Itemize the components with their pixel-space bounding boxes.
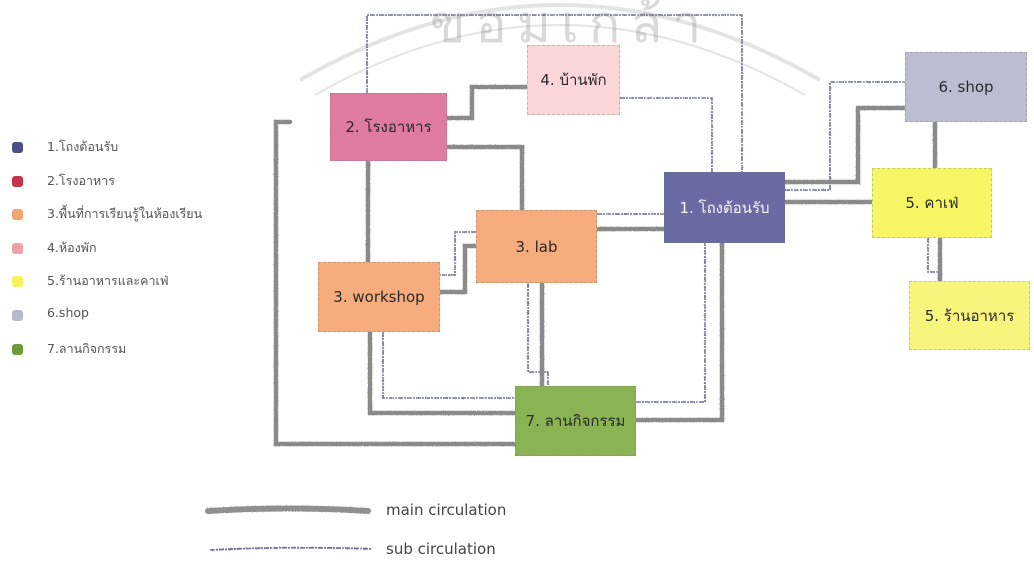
legend-label: 4.ห้องพัก xyxy=(47,239,97,255)
node-restaurant: 5. ร้านอาหาร xyxy=(909,281,1030,350)
legend-label: 7.ลานกิจกรรม xyxy=(47,340,127,356)
sub-circulation-lines xyxy=(366,14,941,403)
legend-swatch xyxy=(12,309,23,321)
sub-circulation-label: sub circulation xyxy=(386,540,496,558)
legend-swatch xyxy=(12,343,23,355)
legend-swatch xyxy=(12,242,23,254)
sub-line-workshop-activity xyxy=(382,332,515,399)
legend-label: 6.shop xyxy=(47,304,89,320)
main-line-lobby-activity xyxy=(633,240,725,423)
legend-label: 5.ร้านอาหารและคาเฟ่ xyxy=(47,273,169,289)
main-circulation-label: main circulation xyxy=(386,501,507,519)
legend-label: 1.โถงต้อนรับ xyxy=(47,139,119,154)
sub-line-top-loop xyxy=(366,14,743,172)
watermark: ขอมเกล้า xyxy=(400,0,820,55)
node-workshop: 3. workshop xyxy=(318,262,440,332)
sub-circulation-swatch xyxy=(209,546,373,551)
main-line-left-loop xyxy=(273,119,518,447)
node-lab: 3. lab xyxy=(476,210,597,283)
legend-swatch xyxy=(12,142,23,153)
sub-line-lab-activity xyxy=(527,283,549,386)
main-line-canteen-lab xyxy=(444,144,525,213)
sub-line-lab-workshop xyxy=(440,231,476,276)
sub-line-room-lobby xyxy=(620,97,713,172)
main-circulation-lines xyxy=(273,84,943,447)
node-lobby: 1. โถงต้อนรับ xyxy=(664,172,785,243)
sub-line-cafe-restaurant xyxy=(927,238,941,281)
main-line-workshop-activity xyxy=(367,329,518,416)
watermark-text: ขอมเกล้า xyxy=(430,0,712,55)
main-circulation-swatch xyxy=(205,505,371,514)
watermark-seal xyxy=(299,3,821,96)
sub-line-lobby-shop xyxy=(785,81,905,191)
legend-swatch xyxy=(12,209,23,221)
main-line-canteen-room xyxy=(444,84,530,121)
main-line-lobby-shop xyxy=(782,105,908,185)
node-canteen: 2. โรงอาหาร xyxy=(330,93,447,161)
node-cafe: 5. คาเฟ่ xyxy=(872,168,992,238)
node-shop: 6. shop xyxy=(905,52,1027,122)
legend-label: 3.พื้นที่การเรียนรู้ในห้องเรียน xyxy=(47,206,203,222)
main-line-workshop-lab xyxy=(437,243,479,295)
sub-line-activity-lobby xyxy=(636,243,706,403)
legend-swatch xyxy=(12,175,23,187)
legend-label: 2.โรงอาหาร xyxy=(47,172,115,188)
node-activity: 7. ลานกิจกรรม xyxy=(515,386,636,456)
legend-swatch xyxy=(12,276,23,288)
node-room: 4. บ้านพัก xyxy=(527,45,620,115)
